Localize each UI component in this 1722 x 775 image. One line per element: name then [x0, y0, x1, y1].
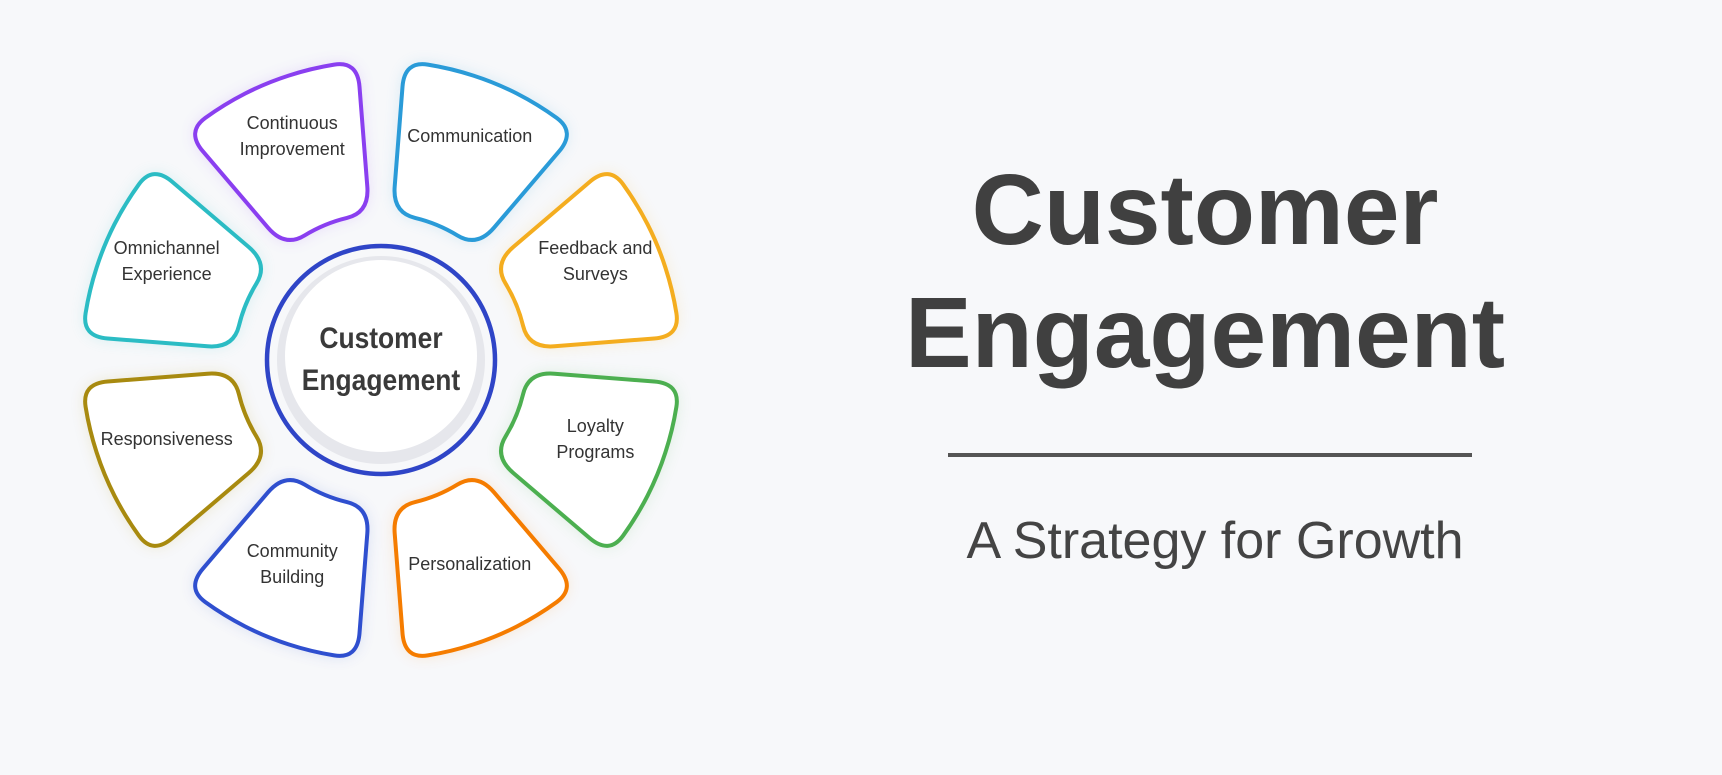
center-circle [285, 260, 477, 452]
segment-7 [193, 62, 370, 242]
segment-label: Feedback and Surveys [538, 238, 653, 285]
center-label: Customer Engagement [301, 322, 461, 397]
segment-label: Loyalty Programs [556, 415, 635, 462]
title-line-2: Engagement [904, 277, 1506, 389]
segment-3 [392, 478, 569, 658]
segment-6 [83, 172, 263, 349]
segment-1 [499, 172, 679, 349]
segment-label: Community Building [246, 541, 338, 588]
segment-4 [193, 478, 370, 658]
segment-label: Responsiveness [100, 428, 233, 449]
title-line-1: Customer [971, 154, 1439, 266]
segment-label: Omnichannel Experience [113, 238, 220, 285]
title-divider [948, 453, 1472, 457]
segment-0 [392, 62, 569, 242]
subtitle: A Strategy for Growth [966, 512, 1464, 570]
segment-2 [499, 371, 679, 548]
engagement-wheel [83, 62, 679, 658]
segment-label: Continuous Improvement [239, 112, 345, 159]
segment-label: Communication [407, 125, 533, 146]
center-ring [264, 243, 498, 477]
segment-5 [83, 371, 263, 548]
segment-label: Personalization [408, 554, 532, 575]
